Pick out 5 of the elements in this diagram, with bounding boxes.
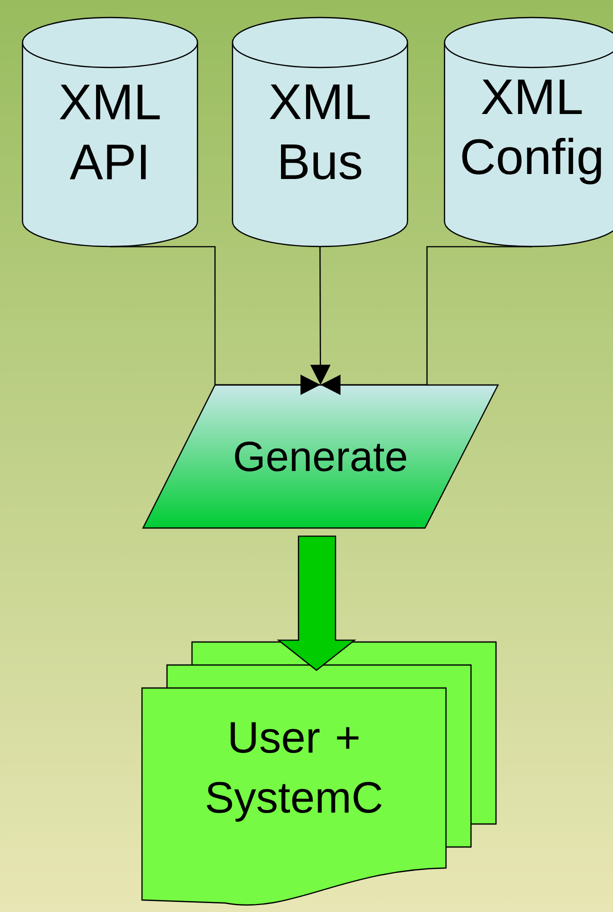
document-stack: User + SystemC	[141, 641, 497, 906]
database-cylinder: XML Config	[444, 16, 613, 248]
database-cylinder: XML Bus	[232, 16, 408, 248]
block-arrow	[276, 536, 356, 671]
database-cylinder: XML API	[22, 16, 198, 248]
